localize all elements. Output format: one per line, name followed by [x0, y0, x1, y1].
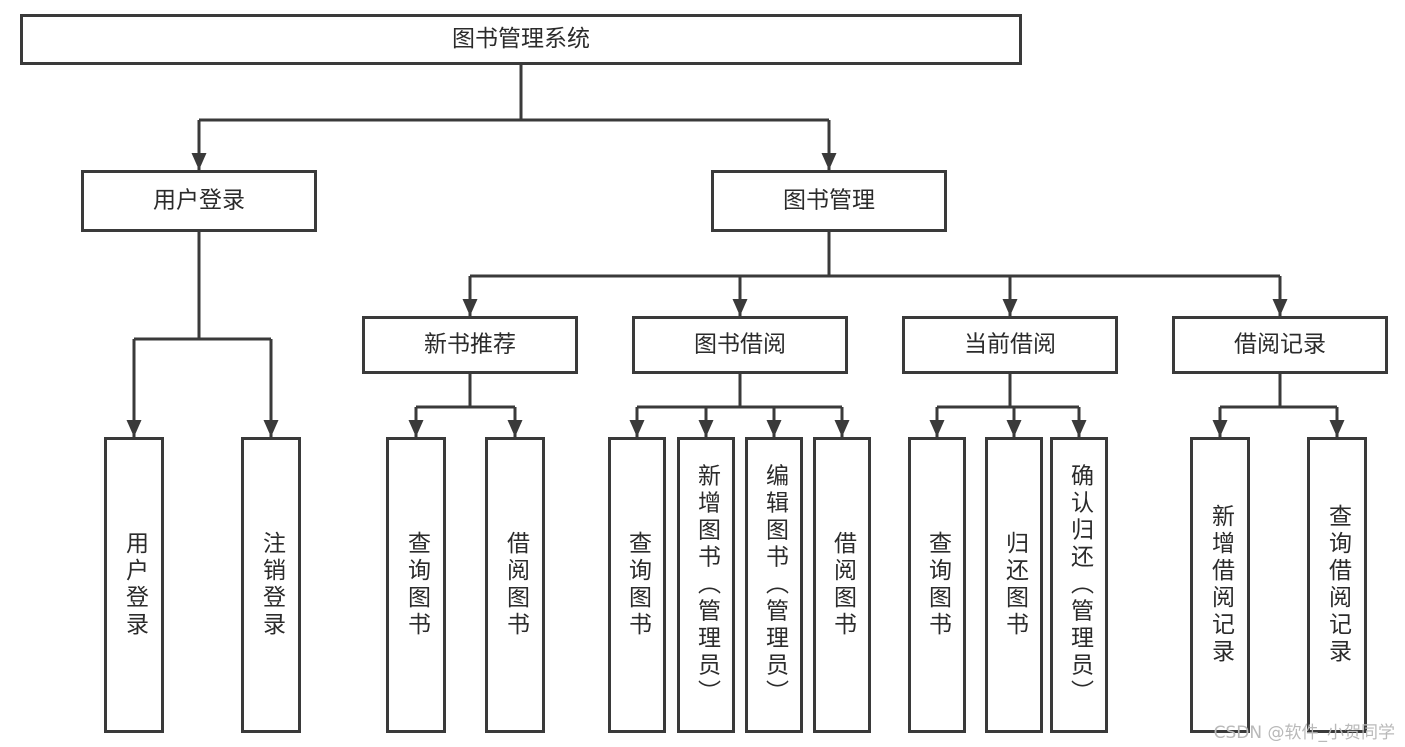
node-leaf-user-login[interactable]: 用户登录: [104, 437, 164, 733]
arrow-head-icon: [1002, 299, 1018, 316]
node-box-root: [20, 14, 1022, 65]
node-label-leaf-confirm-return: 确认归还（管理员）: [1067, 464, 1095, 707]
node-box-leaf-query-book-1: [386, 437, 446, 733]
arrow-head-icon: [408, 420, 424, 437]
arrow-head-icon: [698, 420, 714, 437]
arrow-head-icon: [1212, 420, 1228, 437]
node-new-book-rec[interactable]: 新书推荐: [362, 316, 578, 374]
edge-group-book-borrow: [629, 374, 850, 437]
node-box-leaf-add-book: [677, 437, 735, 733]
node-label-leaf-user-login: 用户登录: [122, 531, 150, 639]
node-leaf-query-book-1[interactable]: 查询图书: [386, 437, 446, 733]
node-label-leaf-borrow-book-1: 借阅图书: [503, 531, 531, 639]
node-root[interactable]: 图书管理系统: [20, 14, 1022, 65]
node-leaf-query-record[interactable]: 查询借阅记录: [1307, 437, 1367, 733]
node-label-current-borrow: 当前借阅: [964, 332, 1056, 358]
arrow-head-icon: [462, 299, 478, 316]
node-leaf-user-logout[interactable]: 注销登录: [241, 437, 301, 733]
arrow-head-icon: [834, 420, 850, 437]
arrow-head-icon: [507, 420, 523, 437]
node-leaf-edit-book[interactable]: 编辑图书（管理员）: [745, 437, 803, 733]
arrow-head-icon: [1006, 420, 1022, 437]
node-leaf-confirm-return[interactable]: 确认归还（管理员）: [1050, 437, 1108, 733]
node-borrow-record[interactable]: 借阅记录: [1172, 316, 1388, 374]
arrow-head-icon: [766, 420, 782, 437]
node-book-manage[interactable]: 图书管理: [711, 170, 947, 232]
node-label-leaf-query-book-2: 查询图书: [625, 531, 653, 639]
node-box-leaf-edit-book: [745, 437, 803, 733]
node-box-leaf-query-book-3: [908, 437, 966, 733]
node-label-leaf-add-record: 新增借阅记录: [1208, 504, 1236, 666]
edge-group-root: [191, 65, 837, 170]
node-box-leaf-borrow-book-2: [813, 437, 871, 733]
edge-group-new-book-rec: [408, 374, 523, 437]
node-label-root: 图书管理系统: [452, 26, 590, 52]
arrow-head-icon: [191, 153, 207, 170]
node-label-leaf-edit-book: 编辑图书（管理员）: [762, 464, 790, 707]
node-layer: 图书管理系统用户登录图书管理新书推荐图书借阅当前借阅借阅记录用户登录注销登录查询…: [20, 14, 1388, 733]
node-label-leaf-query-book-3: 查询图书: [925, 531, 953, 639]
node-label-book-manage: 图书管理: [783, 188, 875, 214]
edge-group-borrow-record: [1212, 374, 1345, 437]
node-leaf-query-book-3[interactable]: 查询图书: [908, 437, 966, 733]
node-leaf-borrow-book-2[interactable]: 借阅图书: [813, 437, 871, 733]
edge-group-book-manage: [462, 232, 1288, 316]
node-box-book-borrow: [632, 316, 848, 374]
arrow-head-icon: [1272, 299, 1288, 316]
node-label-leaf-add-book: 新增图书（管理员）: [694, 464, 722, 707]
node-box-book-manage: [711, 170, 947, 232]
node-box-leaf-borrow-book-1: [485, 437, 545, 733]
node-current-borrow[interactable]: 当前借阅: [902, 316, 1118, 374]
node-label-leaf-return-book: 归还图书: [1002, 531, 1030, 639]
arrow-head-icon: [821, 153, 837, 170]
node-leaf-add-book[interactable]: 新增图书（管理员）: [677, 437, 735, 733]
node-label-user-login: 用户登录: [153, 188, 245, 214]
node-user-login[interactable]: 用户登录: [81, 170, 317, 232]
arrow-head-icon: [629, 420, 645, 437]
node-box-leaf-user-logout: [241, 437, 301, 733]
node-label-borrow-record: 借阅记录: [1234, 332, 1326, 358]
node-box-leaf-query-record: [1307, 437, 1367, 733]
node-box-leaf-user-login: [104, 437, 164, 733]
node-label-leaf-user-logout: 注销登录: [259, 531, 287, 639]
node-box-new-book-rec: [362, 316, 578, 374]
node-box-user-login: [81, 170, 317, 232]
node-box-leaf-return-book: [985, 437, 1043, 733]
node-label-new-book-rec: 新书推荐: [424, 332, 516, 358]
node-leaf-add-record[interactable]: 新增借阅记录: [1190, 437, 1250, 733]
node-label-leaf-query-record: 查询借阅记录: [1325, 504, 1353, 666]
node-box-leaf-query-book-2: [608, 437, 666, 733]
node-label-book-borrow: 图书借阅: [694, 332, 786, 358]
edge-group-current-borrow: [929, 374, 1087, 437]
arrow-head-icon: [1329, 420, 1345, 437]
arrow-head-icon: [126, 420, 142, 437]
node-box-borrow-record: [1172, 316, 1388, 374]
node-label-leaf-query-book-1: 查询图书: [404, 531, 432, 639]
arrow-head-icon: [263, 420, 279, 437]
connector-layer: [126, 65, 1345, 437]
edge-group-user-login: [126, 232, 279, 437]
node-leaf-query-book-2[interactable]: 查询图书: [608, 437, 666, 733]
node-leaf-borrow-book-1[interactable]: 借阅图书: [485, 437, 545, 733]
node-box-current-borrow: [902, 316, 1118, 374]
node-box-leaf-add-record: [1190, 437, 1250, 733]
arrow-head-icon: [1071, 420, 1087, 437]
node-book-borrow[interactable]: 图书借阅: [632, 316, 848, 374]
arrow-head-icon: [732, 299, 748, 316]
node-label-leaf-borrow-book-2: 借阅图书: [830, 531, 858, 639]
node-leaf-return-book[interactable]: 归还图书: [985, 437, 1043, 733]
arrow-head-icon: [929, 420, 945, 437]
node-box-leaf-confirm-return: [1050, 437, 1108, 733]
